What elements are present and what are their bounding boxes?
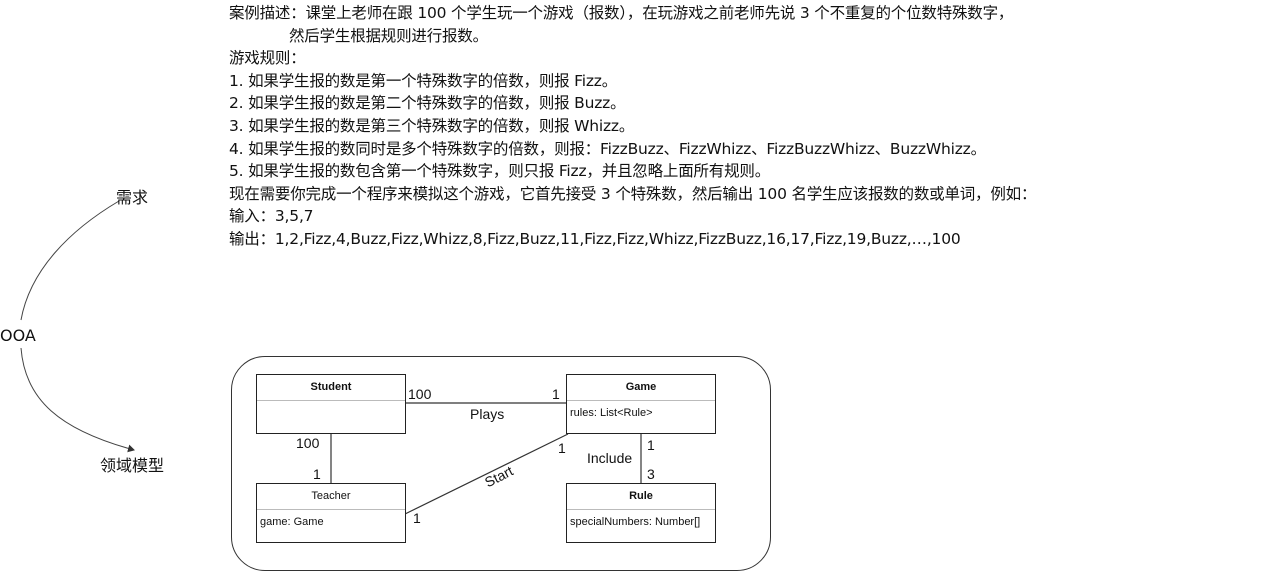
flow-arc-lower [20, 347, 135, 453]
case-description: 案例描述：课堂上老师在跟 100 个学生玩一个游戏（报数），在玩游戏之前老师先说… [229, 2, 1036, 251]
class-name: Student [257, 375, 405, 401]
plays-student-multiplicity: 100 [408, 386, 432, 402]
start-game-multiplicity: 1 [558, 440, 566, 456]
class-rule[interactable]: Rule specialNumbers: Number[] [566, 483, 716, 543]
requirement-label: 需求 [116, 188, 149, 207]
class-teacher[interactable]: Teacher game: Game [256, 483, 406, 543]
class-attribute: specialNumbers: Number[] [570, 516, 701, 528]
student-teacher-student-multiplicity: 100 [296, 435, 320, 451]
start-line [404, 433, 569, 515]
rules-heading: 游戏规则： [229, 49, 306, 68]
start-teacher-multiplicity: 1 [413, 510, 421, 526]
class-game[interactable]: Game rules: List<Rule> [566, 374, 716, 434]
rule-item: 1. 如果学生报的数是第一个特殊数字的倍数，则报 Fizz。 [229, 71, 618, 90]
student-teacher-teacher-multiplicity: 1 [313, 466, 321, 482]
rule-item: 4. 如果学生报的数同时是多个特殊数字的倍数，则报：FizzBuzz、FizzW… [229, 139, 986, 158]
plays-label: Plays [470, 406, 505, 422]
include-game-multiplicity: 1 [647, 437, 655, 453]
plays-game-multiplicity: 1 [552, 386, 560, 402]
include-label: Include [587, 450, 633, 466]
description-line: 然后学生根据规则进行报数。 [289, 26, 488, 45]
ooa-label: OOA [0, 326, 36, 345]
rule-item: 5. 如果学生报的数包含第一个特殊数字，则只报 Fizz，并且忽略上面所有规则。 [229, 162, 771, 181]
class-attribute: rules: List<Rule> [570, 407, 653, 419]
domain-model-label: 领域模型 [100, 456, 165, 475]
class-name: Game [567, 375, 715, 401]
rule-item: 3. 如果学生报的数是第三个特殊数字的倍数，则报 Whizz。 [229, 116, 635, 135]
class-attribute: game: Game [260, 516, 324, 528]
flow-arc-upper [20, 200, 120, 321]
description-line: 案例描述：课堂上老师在跟 100 个学生玩一个游戏（报数），在玩游戏之前老师先说… [229, 4, 1014, 22]
rule-item: 2. 如果学生报的数是第二个特殊数字的倍数，则报 Buzz。 [229, 94, 626, 113]
class-student[interactable]: Student [256, 374, 406, 434]
class-name: Rule [567, 484, 715, 510]
task-description: 现在需要你完成一个程序来模拟这个游戏，它首先接受 3 个特殊数，然后输出 100… [229, 184, 1037, 203]
domain-model-frame [231, 356, 771, 571]
class-name: Teacher [257, 484, 405, 510]
include-rule-multiplicity: 3 [647, 466, 655, 482]
example-input: 输入：3,5,7 [229, 207, 314, 226]
example-output: 输出：1,2,Fizz,4,Buzz,Fizz,Whizz,8,Fizz,Buz… [229, 229, 961, 248]
flow-arc [20, 200, 135, 453]
